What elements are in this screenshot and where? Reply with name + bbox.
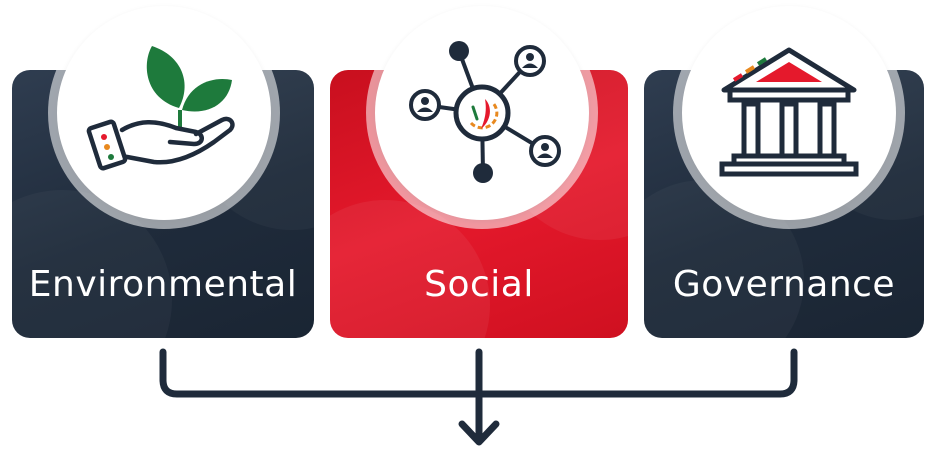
hand-plant-icon (86, 46, 235, 171)
social-icon-circle (375, 6, 589, 220)
environmental-icon-circle (57, 6, 271, 220)
bank-building-icon (719, 47, 859, 177)
environmental-label: Environmental (28, 264, 298, 305)
governance-label: Governance (672, 264, 896, 305)
network-people-icon (409, 41, 561, 183)
social-label: Social (424, 264, 534, 305)
down-arrow-icon (458, 420, 500, 446)
governance-icon-circle (682, 6, 896, 220)
